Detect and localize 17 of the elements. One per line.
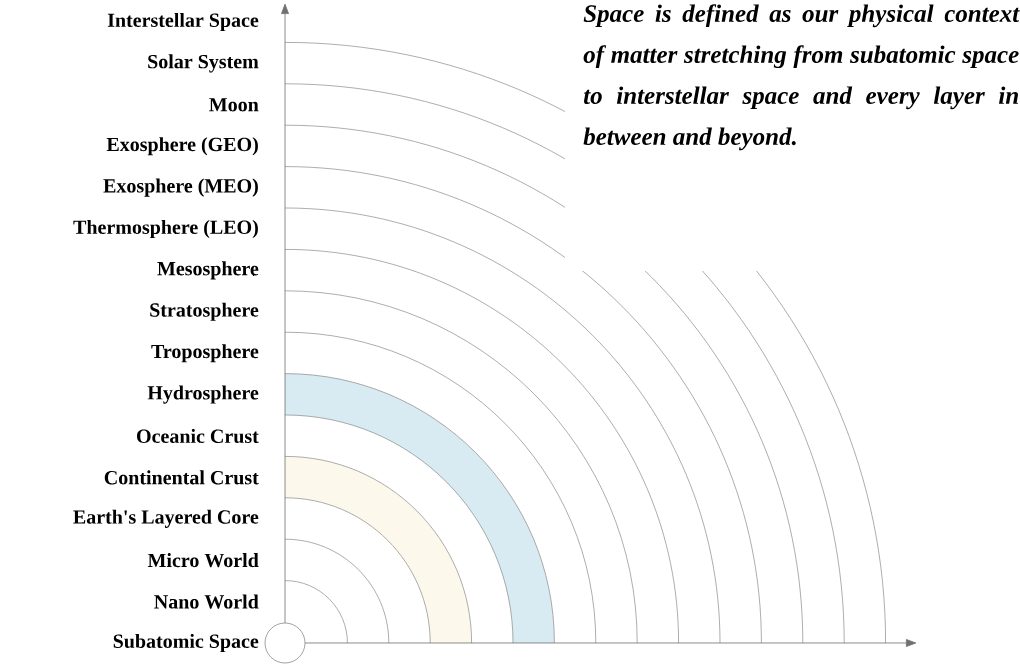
layer-label: Exosphere (MEO) <box>103 178 258 197</box>
layer-label: Oceanic Crust <box>137 428 259 444</box>
layer-label: Continental Crust <box>104 470 259 485</box>
layer-label: Troposphere <box>151 344 259 363</box>
layer-label: Hydrosphere <box>147 385 259 404</box>
layer-label: Subatomic Space <box>113 633 259 653</box>
layer-label: Mesosphere <box>157 261 259 280</box>
layer-label: Moon <box>209 98 259 112</box>
layer-label: Stratosphere <box>150 302 259 321</box>
layer-label: Nano World <box>154 594 259 609</box>
layer-label: Exosphere (GEO) <box>106 137 258 156</box>
layer-label: Thermosphere (LEO) <box>73 219 258 239</box>
statement: Space is defined as our physical context of matter stretching from subatomic space to interstellar space and every layer in between and beyond. <box>565 0 1020 271</box>
layer-label: Micro World <box>147 553 259 568</box>
layer-label: Solar System <box>148 54 259 73</box>
layer-label: Interstellar Space <box>107 12 259 32</box>
layer-label: Earth's Layered Core <box>73 509 259 528</box>
